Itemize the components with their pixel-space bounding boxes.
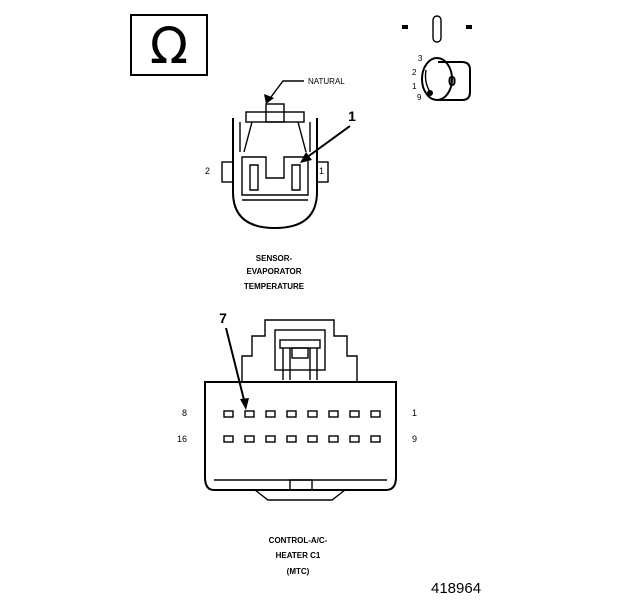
- terminal-cavity: [223, 410, 234, 418]
- terminal-cavity: [349, 435, 360, 443]
- terminal-cavity: [244, 435, 255, 443]
- terminal-row-1: [223, 410, 381, 418]
- controller-name-line-3: (MTC): [287, 567, 310, 576]
- terminal-cavity: [328, 435, 339, 443]
- terminal-cavity: [286, 435, 297, 443]
- terminal-cavity: [370, 435, 381, 443]
- controller-name-line-1: CONTROL-A/C-: [269, 536, 328, 545]
- figure-number: 418964: [431, 580, 481, 597]
- terminal-cavity: [370, 410, 381, 418]
- ignition-pos-9: 9: [417, 93, 422, 102]
- row1-left-pin: 8: [182, 408, 187, 418]
- ohm-icon: Ω: [150, 17, 188, 75]
- ohm-symbol: Ω: [130, 14, 208, 76]
- sensor-name-line-2: EVAPORATOR: [246, 267, 301, 276]
- terminal-row-2: [223, 435, 381, 443]
- terminal-cavity: [349, 410, 360, 418]
- terminal-cavity: [286, 410, 297, 418]
- terminal-cavity: [265, 435, 276, 443]
- controller-connector: 7 8 1 16 9 CONTROL-A/C- HEATER C1 (MTC): [177, 310, 417, 576]
- ignition-pos-3: 3: [418, 54, 423, 63]
- sensor-callout-number: 1: [348, 108, 356, 124]
- row2-left-pin: 16: [177, 434, 187, 444]
- ignition-pos-1: 1: [412, 82, 417, 91]
- sensor-pin-left: 2: [205, 166, 210, 176]
- ignition-key-label: 0: [448, 73, 456, 90]
- terminal-cavity: [244, 410, 255, 418]
- controller-callout-number: 7: [219, 310, 227, 326]
- sensor-pin-right: 1: [319, 166, 324, 176]
- ignition-pos-2: 2: [412, 68, 417, 77]
- terminal-cavity: [265, 410, 276, 418]
- terminal-cavity: [223, 435, 234, 443]
- controller-name-line-2: HEATER C1: [276, 551, 321, 560]
- sensor-connector: NATURAL 1 2 1 SENSOR- EVAPORATOR TEMPERA…: [205, 77, 356, 291]
- row2-right-pin: 9: [412, 434, 417, 444]
- terminal-cavity: [328, 410, 339, 418]
- ignition-key-switch-icon: 3 2 1 9 0: [402, 15, 472, 102]
- sensor-name-line-1: SENSOR-: [256, 254, 293, 263]
- sensor-name-line-3: TEMPERATURE: [244, 282, 305, 291]
- terminal-cavity: [307, 435, 318, 443]
- natural-label: NATURAL: [308, 77, 345, 86]
- terminal-cavity: [307, 410, 318, 418]
- row1-right-pin: 1: [412, 408, 417, 418]
